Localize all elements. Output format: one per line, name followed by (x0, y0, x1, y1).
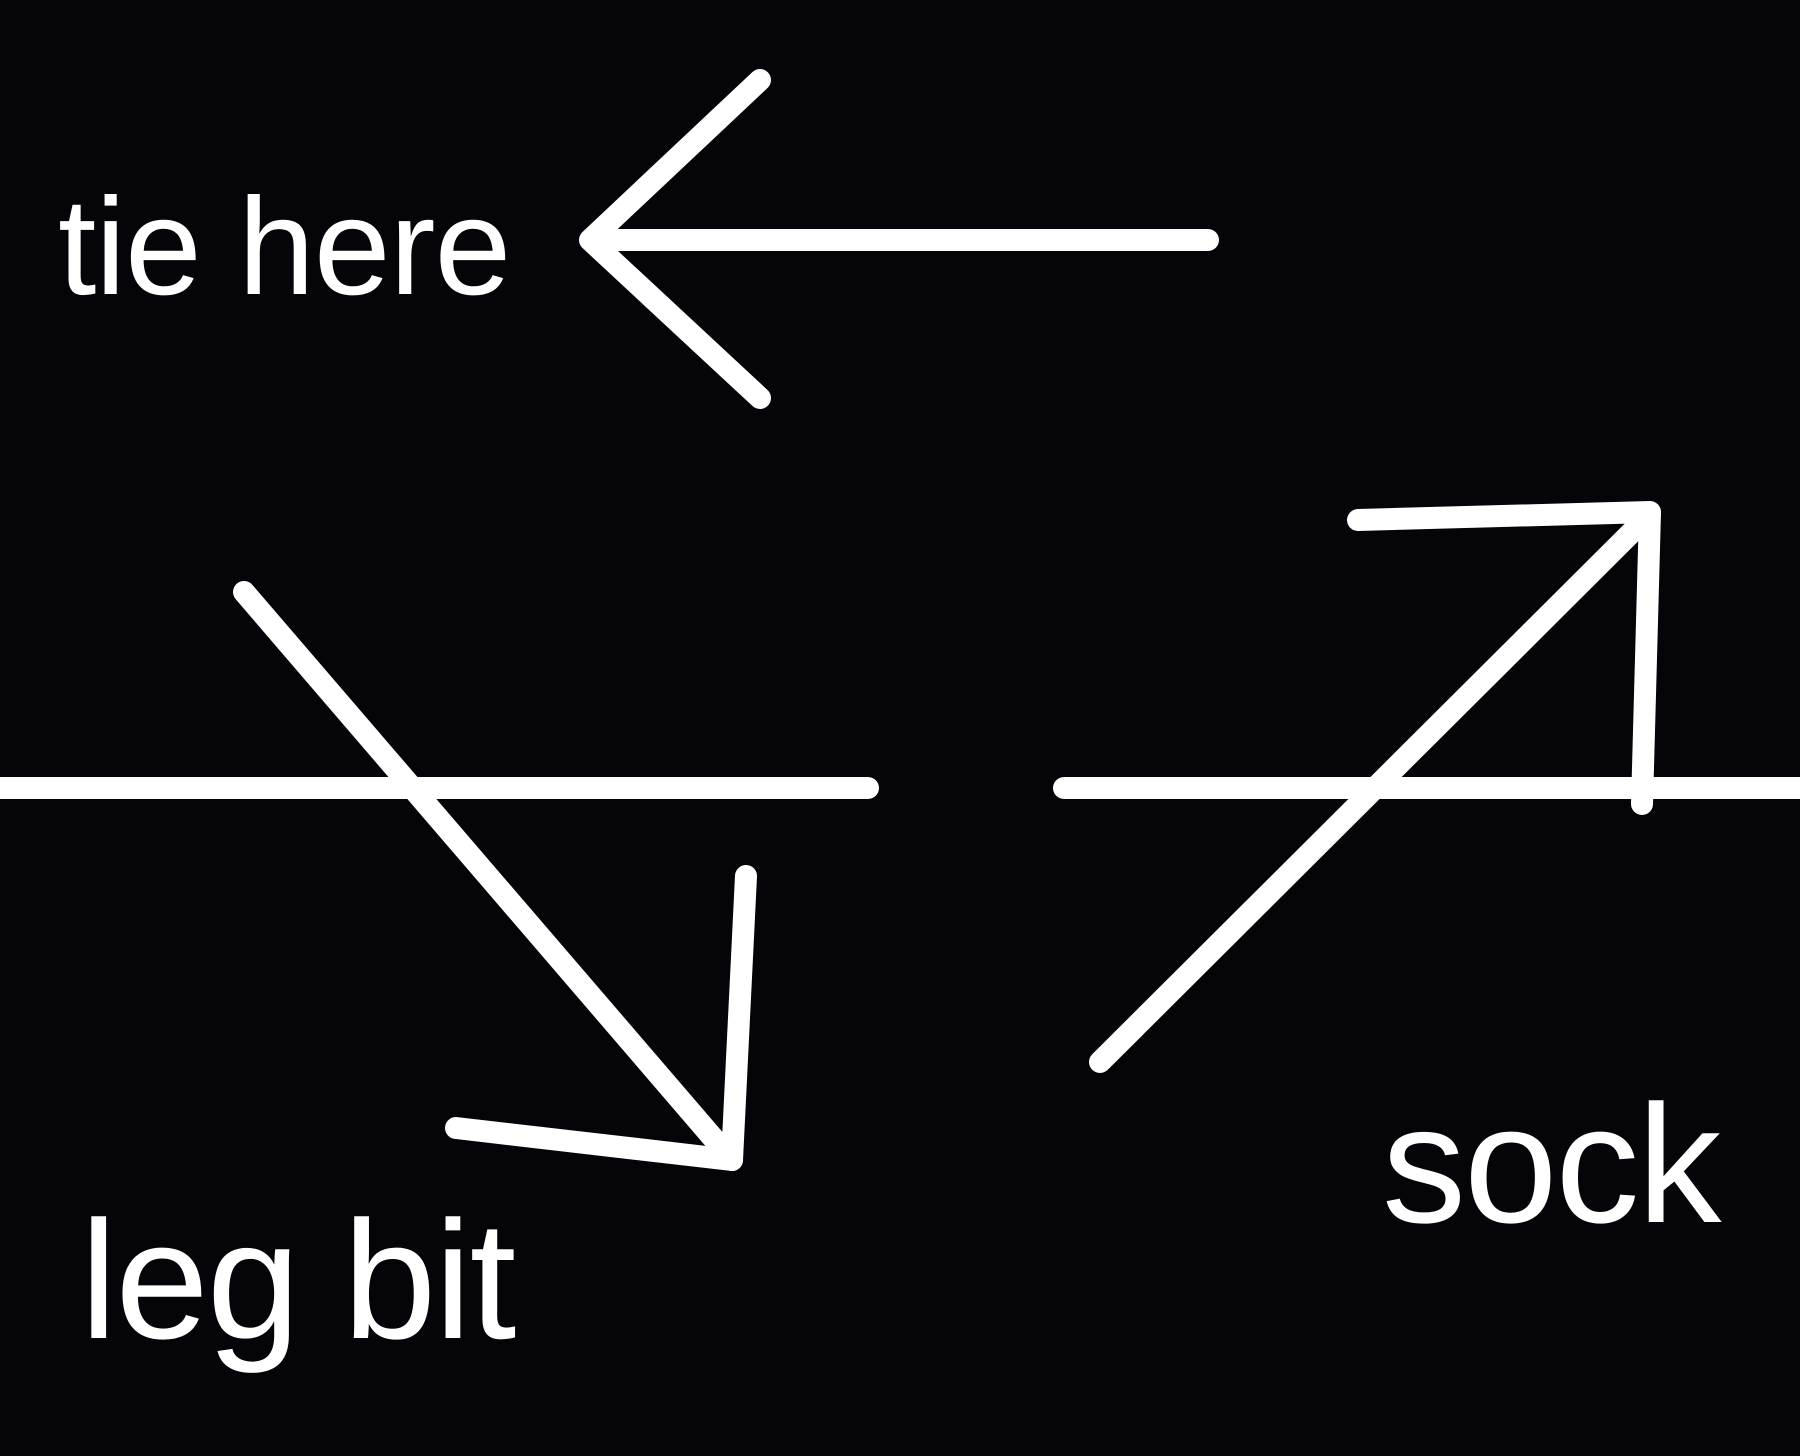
leg-bit-label: leg bit (80, 1186, 516, 1374)
leg-bit-arrow-shaft (233, 581, 743, 1171)
leg-bit-arrow (233, 581, 757, 1171)
sock-arrow-shaft (1089, 503, 1661, 1073)
sock-label: sock (1382, 1070, 1721, 1258)
tie-here-arrow-head (579, 69, 771, 409)
tie-here-label: tie here (58, 170, 511, 324)
leg-bit-arrow-head (445, 865, 757, 1171)
tie-here-arrow (579, 69, 1219, 409)
sock-arrow (1089, 501, 1661, 1073)
sock-arrow-head (1347, 501, 1661, 815)
